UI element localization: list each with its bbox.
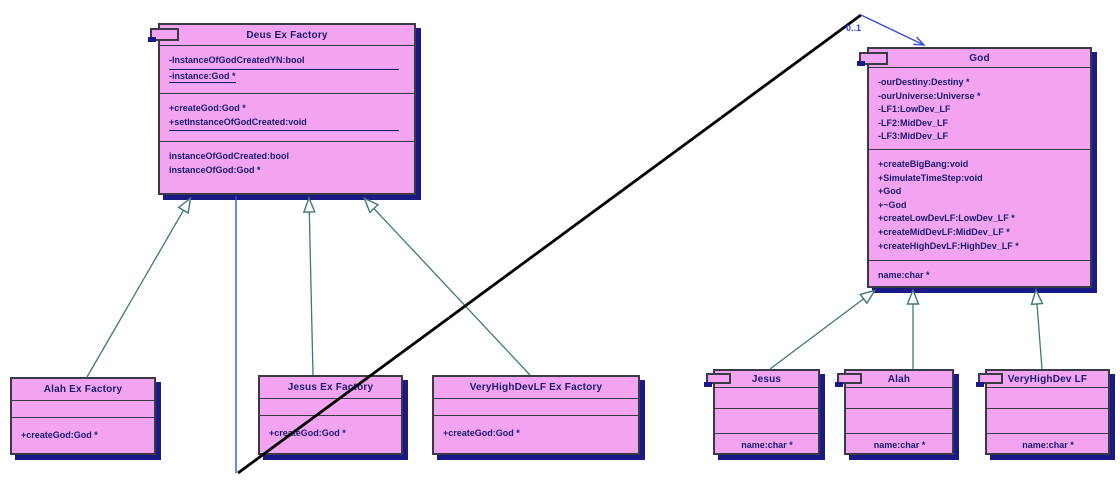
class-jesus-ex-factory: Jesus Ex Factory +createGod:God * <box>258 375 403 455</box>
method-row: +createGod:God * <box>169 103 246 113</box>
methods-compartment: +createBigBang:void +SimulateTimeStep:vo… <box>869 150 1090 261</box>
generalization-veryhighdev-lf-to-god <box>1036 291 1042 370</box>
properties-compartment: name:char * <box>987 434 1108 453</box>
class-alah: Alah name:char * <box>835 369 954 455</box>
attributes-compartment <box>987 388 1108 409</box>
properties-compartment: instanceOfGodCreated:bool instanceOfGod:… <box>160 142 414 193</box>
attributes-compartment <box>260 399 401 416</box>
class-icon <box>857 52 888 66</box>
method-row: +setInstanceOfGodCreated:void <box>169 116 406 132</box>
methods-compartment: +createGod:God * <box>434 416 638 453</box>
class-icon <box>835 373 862 387</box>
methods-compartment <box>846 409 952 434</box>
method-row: +createGod:God * <box>21 430 98 440</box>
attributes-compartment: -InstanceOfGodCreatedYN:bool -instance:G… <box>160 46 414 94</box>
attribute-row: -ourDestiny:Destiny * <box>878 77 970 87</box>
property-row: instanceOfGodCreated:bool <box>169 151 290 161</box>
generalization-jesus-to-god <box>769 291 874 370</box>
class-title: VeryHighDev LF <box>987 371 1108 388</box>
attribute-row: -instance:God * <box>169 70 236 83</box>
class-title: Jesus Ex Factory <box>260 377 401 399</box>
attributes-compartment <box>12 401 154 418</box>
method-row: +SimulateTimeStep:void <box>878 172 983 183</box>
class-title: Alah <box>846 371 952 388</box>
attribute-row: -LF2:MidDev_LF <box>878 117 949 128</box>
class-veryhighdev-lf: VeryHighDev LF name:char * <box>976 369 1110 455</box>
attribute-row: -ourUniverse:Universe * <box>878 90 981 101</box>
property-row: instanceOfGod:God * <box>169 164 261 175</box>
association-multiplicity-label: 0..1 <box>846 23 862 33</box>
property-row: name:char * <box>1022 440 1074 450</box>
attributes-compartment <box>846 388 952 409</box>
property-row: name:char * <box>741 440 793 450</box>
property-row: name:char * <box>873 440 926 450</box>
methods-compartment <box>715 409 818 434</box>
attributes-compartment: -ourDestiny:Destiny * -ourUniverse:Unive… <box>869 68 1090 150</box>
properties-compartment: name:char * <box>869 261 1090 286</box>
generalization-alah-ex-factory-to-deus <box>86 199 190 378</box>
method-row: +createHighDevLF:HighDev_LF * <box>878 240 1019 251</box>
class-alah-ex-factory: Alah Ex Factory +createGod:God * <box>10 377 156 455</box>
property-row: name:char * <box>878 270 930 280</box>
class-title: Deus Ex Factory <box>160 25 414 46</box>
generalization-jesus-ex-factory-to-deus <box>309 199 313 376</box>
method-row: +~God <box>878 199 907 210</box>
methods-compartment: +createGod:God * <box>260 416 401 453</box>
class-title: Alah Ex Factory <box>12 379 154 401</box>
class-icon <box>148 28 179 42</box>
method-row: +createGod:God * <box>269 428 346 438</box>
method-row: +createLowDevLF:LowDev_LF * <box>878 213 1015 224</box>
method-row: +createGod:God * <box>443 428 520 438</box>
attributes-compartment <box>715 388 818 409</box>
generalization-veryhighdevlf-ex-factory-to-deus <box>365 199 531 376</box>
properties-compartment: name:char * <box>846 434 952 453</box>
class-title: VeryHighDevLF Ex Factory <box>434 377 638 399</box>
attributes-compartment <box>434 399 638 416</box>
class-god: God -ourDestiny:Destiny * -ourUniverse:U… <box>857 47 1092 288</box>
method-row: +createMidDevLF:MidDev_LF * <box>878 226 1010 237</box>
method-row: +God <box>878 186 902 197</box>
attribute-row: -LF1:LowDev_LF <box>878 104 951 115</box>
attribute-row: -InstanceOfGodCreatedYN:bool <box>169 54 406 70</box>
association-segment-arrow <box>860 14 926 46</box>
class-icon <box>976 373 1003 387</box>
attribute-row: -LF3:MidDev_LF <box>878 131 949 142</box>
methods-compartment <box>987 409 1108 434</box>
class-deus-ex-factory: Deus Ex Factory -InstanceOfGodCreatedYN:… <box>148 23 416 195</box>
class-veryhighdevlf-ex-factory: VeryHighDevLF Ex Factory +createGod:God … <box>432 375 640 455</box>
class-jesus: Jesus name:char * <box>704 369 820 455</box>
properties-compartment: name:char * <box>715 434 818 453</box>
class-icon <box>704 373 731 387</box>
method-row: +createBigBang:void <box>878 159 969 169</box>
methods-compartment: +createGod:God * +setInstanceOfGodCreate… <box>160 94 414 142</box>
methods-compartment: +createGod:God * <box>12 418 154 453</box>
class-title: God <box>869 49 1090 68</box>
